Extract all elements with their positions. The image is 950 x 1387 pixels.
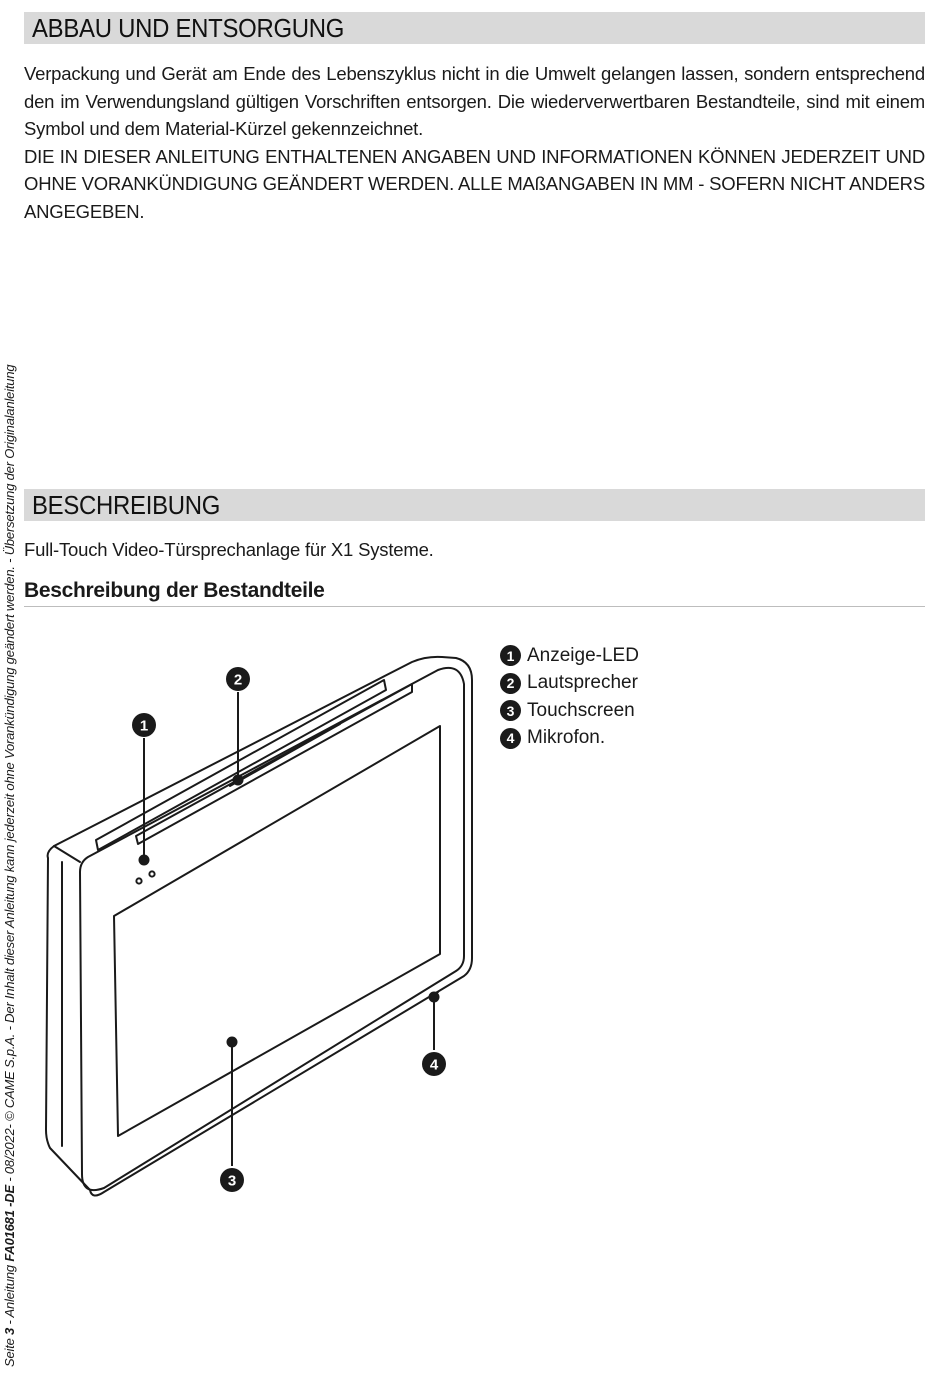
callout-badge-3-number: 3: [228, 1173, 236, 1190]
callout-badge-4: [422, 1052, 446, 1076]
legend-item: 4 Mikrofon.: [500, 725, 639, 753]
callout-dot-3: [226, 1036, 238, 1048]
callout-badge-4-number: 4: [430, 1057, 439, 1074]
legend-label: Mikrofon.: [527, 727, 606, 749]
legend-item: 3 Touchscreen: [500, 697, 639, 725]
touchscreen-area: [113, 725, 441, 1137]
page-footer-vertical: Seite 3 - Anleitung FA01681 -DE - 08/202…: [2, 365, 17, 1367]
disposal-paragraph: Verpackung und Gerät am Ende des Lebensz…: [24, 63, 925, 139]
callout-badge-1-number: 1: [140, 718, 148, 735]
legend-badge: 2: [500, 672, 521, 694]
callout-badge-3: [220, 1168, 244, 1192]
callout-dot-2: [232, 774, 244, 786]
legend-label: Anzeige-LED: [527, 644, 639, 666]
legend-badge: 3: [500, 700, 521, 722]
legend-item: 2 Lautsprecher: [500, 670, 639, 698]
legend-item: 1 Anzeige-LED: [500, 642, 639, 670]
led-dot-1: [135, 877, 143, 885]
document-code: FA01681 -DE: [2, 1185, 17, 1262]
footer-middle: - Anleitung: [2, 1261, 17, 1328]
footer-suffix: - 08/2022- © CAME S.p.A. - Der Inhalt di…: [2, 364, 17, 1186]
callout-dot-1: [138, 854, 150, 866]
disclaimer-paragraph: DIE IN DIESER ANLEITUNG ENTHALTENEN ANGA…: [24, 145, 925, 222]
callout-dot-4: [428, 991, 440, 1003]
page-number: 3: [2, 1327, 17, 1335]
subheading-text: Beschreibung der Bestandteile: [24, 579, 325, 602]
section-title: BESCHREIBUNG: [32, 490, 221, 520]
device-front-frame: [79, 666, 465, 1192]
component-legend: 1 Anzeige-LED 2 Lautsprecher 3 Touchscre…: [500, 642, 639, 752]
callout-badge-2: [226, 667, 250, 691]
components-subheading: Beschreibung der Bestandteile: [24, 579, 925, 607]
legend-label: Touchscreen: [527, 699, 635, 721]
led-dot-2: [148, 870, 156, 878]
disposal-text: Verpackung und Gerät am Ende des Lebensz…: [24, 60, 925, 225]
footer-prefix: Seite: [2, 1334, 17, 1367]
section-header-beschreibung: BESCHREIBUNG: [24, 489, 925, 521]
callout-badge-2-number: 2: [234, 672, 242, 689]
speaker-grille-2: [135, 683, 413, 845]
section-title: ABBAU UND ENTSORGUNG: [32, 13, 345, 43]
description-intro: Full-Touch Video-Türsprechanlage für X1 …: [24, 539, 434, 560]
section-header-abbau: ABBAU UND ENTSORGUNG: [24, 12, 925, 44]
legend-badge: 1: [500, 645, 521, 667]
device-body-outline: [45, 655, 473, 1197]
device-illustration: 1 2 3 4: [45, 655, 473, 1197]
legend-badge: 4: [500, 727, 521, 749]
callout-badge-1: [132, 713, 156, 737]
speaker-grille: [95, 679, 387, 851]
legend-label: Lautsprecher: [527, 672, 638, 694]
speaker-grille-3: [229, 723, 341, 787]
device-top-edge: [53, 845, 81, 863]
